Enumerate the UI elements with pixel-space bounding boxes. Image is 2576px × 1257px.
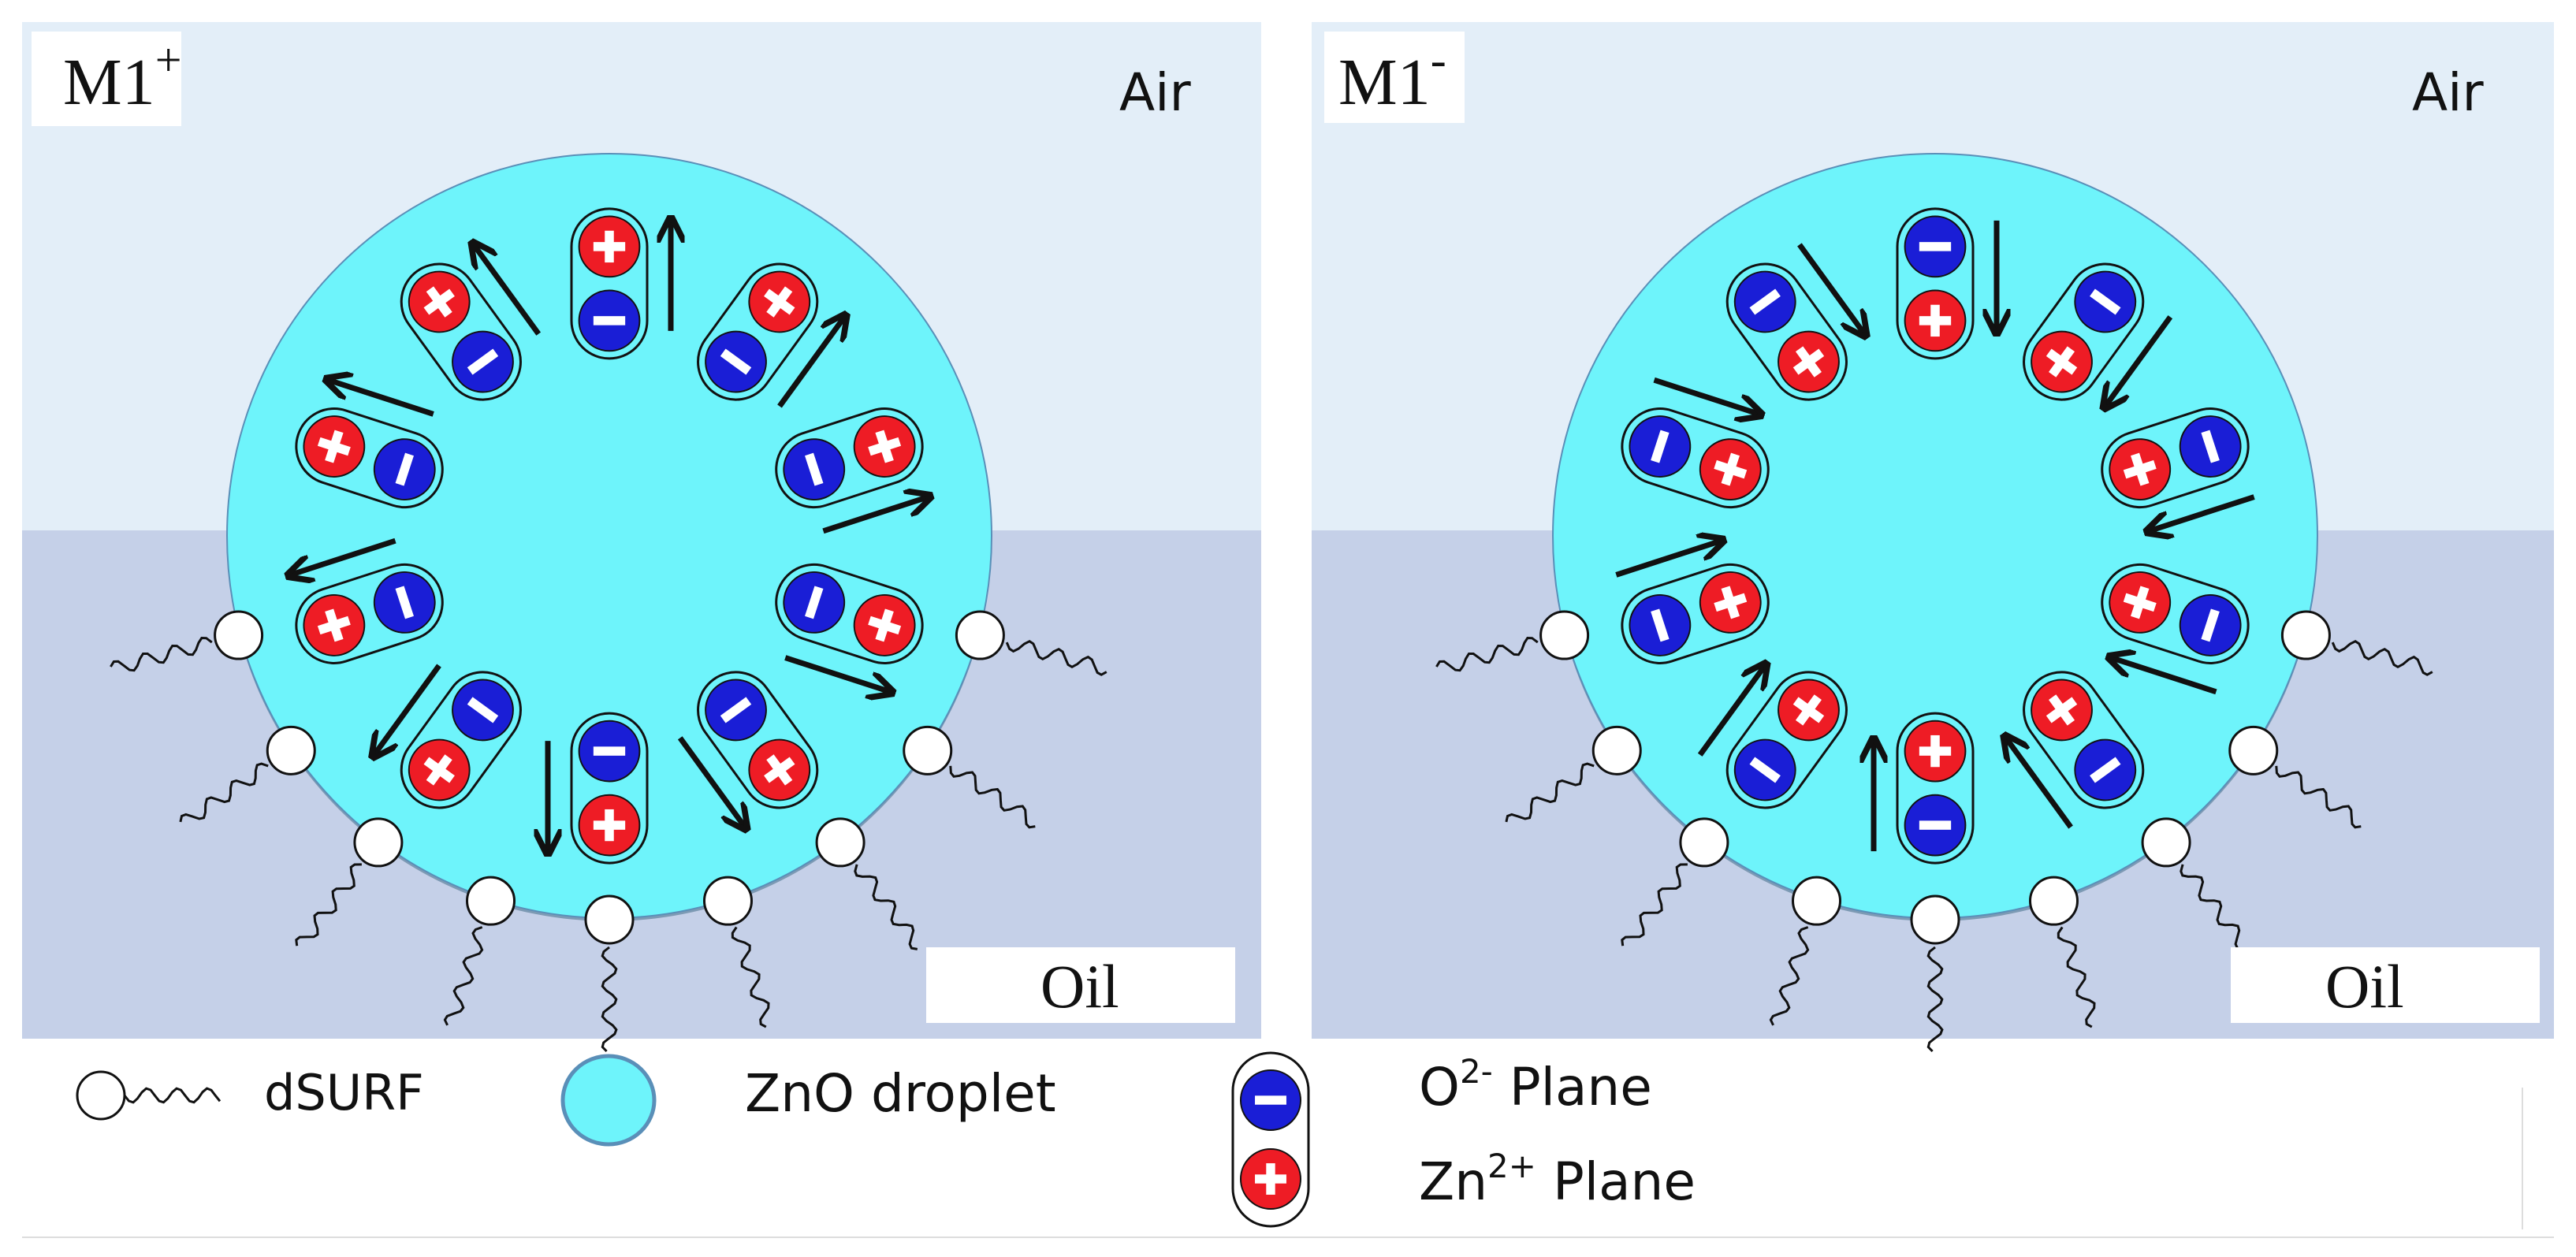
dipole-capsule <box>295 563 444 664</box>
surfactant-molecule <box>903 725 1036 829</box>
panel-label-box-left <box>32 32 181 126</box>
surfactant-molecule <box>295 817 404 946</box>
surfactant-molecule <box>815 817 918 950</box>
dipole-capsule <box>1621 563 1770 664</box>
polarity-arrow <box>822 497 928 534</box>
surfactant-molecule <box>1769 876 1842 1026</box>
surfactant-molecule <box>1505 725 1642 823</box>
dipole-capsule <box>2023 262 2145 401</box>
polarity-arrow <box>2111 658 2217 695</box>
polarity-arrow <box>1697 666 1765 757</box>
polarity-arrow <box>2149 494 2255 531</box>
polarity-arrow <box>2105 315 2173 406</box>
zno-droplet-left <box>110 153 1107 1053</box>
legend-zn-plane-label: Zn2+ Plane <box>1419 1147 1696 1212</box>
dipole-capsule <box>1621 407 1770 509</box>
polarity-arrow <box>784 655 890 692</box>
polarity-arrow <box>329 380 434 417</box>
surfactant-molecule <box>2280 610 2433 676</box>
dipole-capsule <box>400 671 522 809</box>
polarity-arrow <box>1615 541 1721 578</box>
oil-label-box-right <box>2231 947 2540 1023</box>
surfactant-molecule <box>584 894 635 1053</box>
dipole-capsule <box>1896 207 1975 360</box>
polarity-arrow <box>2006 738 2073 829</box>
dipole-capsule <box>1725 671 1848 809</box>
surfactant-molecule <box>1910 894 1960 1053</box>
polarity-arrow <box>474 244 542 336</box>
dipole-capsule <box>775 407 924 509</box>
surfactant-molecule <box>1621 817 1729 946</box>
polarity-arrow <box>1653 377 1759 414</box>
surfactant-molecule <box>2228 725 2362 829</box>
surfactant-molecule <box>179 725 316 823</box>
polarity-arrow <box>777 317 844 408</box>
oil-label-left: Oil <box>1040 952 1119 1021</box>
panel-label-box-right <box>1324 32 1465 123</box>
panel-label-right: M1- <box>1338 34 1446 119</box>
air-label-left: Air <box>1119 62 1191 123</box>
legend: dSURF ZnO droplet O2- Plane Zn2+ Plane <box>22 1051 2554 1238</box>
dipole-capsule <box>2101 407 2250 509</box>
panel-right: M1- Air Oil <box>1312 22 2554 1053</box>
legend-o-plane-label: O2- Plane <box>1419 1052 1652 1118</box>
legend-surfactant-label: dSURF <box>264 1064 424 1121</box>
oil-label-right: Oil <box>2325 952 2404 1021</box>
dipole-capsule <box>570 712 649 865</box>
surfactant-molecule <box>443 876 516 1026</box>
dipole-capsule <box>2023 671 2145 809</box>
polarity-arrow <box>374 664 441 755</box>
panel-left: M1+ Air Oil <box>22 22 1261 1053</box>
dipole-capsule <box>400 262 522 401</box>
surfactant-molecule <box>2141 817 2244 950</box>
polarity-arrow <box>290 537 396 575</box>
dipole-capsule <box>697 671 819 809</box>
zno-droplet-right <box>1435 153 2433 1053</box>
surfactant-molecule <box>2028 876 2096 1028</box>
dipole-capsule <box>570 207 649 360</box>
surfactant-molecule <box>702 876 770 1028</box>
air-label-right: Air <box>2412 62 2484 123</box>
legend-surfactant-icon <box>76 1070 221 1121</box>
dipole-capsule <box>295 407 444 509</box>
dipole-capsule <box>697 262 819 401</box>
panel-label-left: M1+ <box>63 34 182 119</box>
oil-label-box-left <box>926 947 1235 1023</box>
polarity-arrow <box>1797 243 1864 333</box>
surfactant-molecule <box>955 610 1107 676</box>
dipole-capsule <box>1725 262 1848 401</box>
polarity-arrow <box>677 736 745 827</box>
surfactant-molecule <box>1435 610 1590 672</box>
dipole-capsule <box>1896 712 1975 865</box>
surfactant-molecule <box>110 610 264 672</box>
dipole-capsule <box>775 563 924 664</box>
legend-droplet-label: ZnO droplet <box>745 1063 1056 1124</box>
legend-droplet-icon <box>560 1054 657 1147</box>
legend-dipole-icon <box>1231 1051 1310 1228</box>
dipole-capsule <box>2101 563 2250 664</box>
